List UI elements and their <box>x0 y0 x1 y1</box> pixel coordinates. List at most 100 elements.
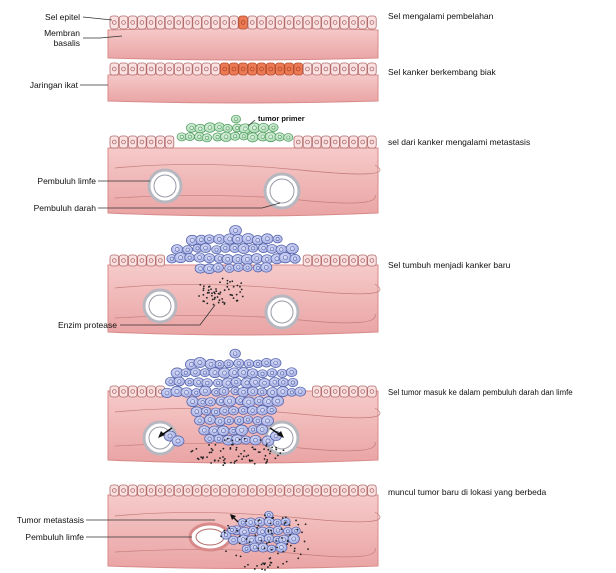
tumor-cell <box>243 416 253 424</box>
tumor-cell <box>174 377 185 386</box>
enzyme-dot <box>202 294 204 296</box>
enzyme-dot <box>218 460 220 462</box>
epithelial-cell <box>138 16 147 29</box>
tumor-cell <box>204 415 215 424</box>
enzyme-dot <box>263 448 265 450</box>
epithelial-cell <box>331 485 340 496</box>
epithelial-cell <box>322 485 331 496</box>
epithelial-cell <box>193 63 202 75</box>
enzyme-dot <box>212 449 214 451</box>
stage-6-caption: muncul tumor baru di lokasi yang berbeda <box>388 487 547 497</box>
enzyme-dot <box>229 294 231 296</box>
tumor-cell <box>270 358 281 367</box>
tumor-cell <box>249 526 258 533</box>
enzyme-dot <box>285 516 287 518</box>
epithelial-cell <box>239 485 248 496</box>
tumor-cell <box>278 378 288 387</box>
enzyme-dot <box>234 460 236 462</box>
tumor-cell <box>241 436 251 444</box>
epithelial-cell <box>174 16 183 29</box>
tumor-cell <box>249 244 258 252</box>
tumor-cell <box>258 543 269 552</box>
tumor-cell <box>286 368 297 377</box>
tumor-cell <box>214 234 225 244</box>
epithelial-cell <box>340 136 349 148</box>
enzyme-dot <box>246 538 248 540</box>
epithelial-cell <box>147 386 156 397</box>
enzyme-dot <box>218 293 220 295</box>
epithelial-cell <box>312 136 321 148</box>
epithelium-row <box>110 485 376 496</box>
enzyme-dot <box>236 460 238 462</box>
tumor-cell <box>258 123 269 132</box>
tumor-cell <box>223 124 232 132</box>
enzyme-dot <box>224 302 226 304</box>
enzyme-dot <box>295 520 297 522</box>
epithelial-cell <box>312 255 321 266</box>
label-pembuluh-limfe: Pembuluh limfe <box>37 176 96 186</box>
enzyme-dot <box>200 456 202 458</box>
enzyme-dot <box>227 280 229 282</box>
epithelium-row <box>110 63 376 75</box>
enzyme-dot <box>224 289 226 291</box>
enzyme-dot <box>225 550 227 552</box>
enzyme-dot <box>232 440 234 442</box>
enzyme-dot <box>250 460 252 462</box>
enzyme-dot <box>282 517 284 519</box>
epithelial-cell <box>340 16 349 29</box>
epithelial-cell <box>276 485 285 496</box>
enzyme-dot <box>257 547 259 549</box>
enzyme-dot <box>235 449 237 451</box>
tumor-cell <box>238 244 250 254</box>
enzyme-dot <box>289 534 291 536</box>
enzyme-dot <box>260 439 262 441</box>
tumor-cell <box>295 387 306 396</box>
enzyme-dot <box>304 541 306 543</box>
epithelial-cell <box>294 63 303 75</box>
epithelial-cell <box>147 63 156 75</box>
epithelial-cell <box>156 255 165 266</box>
enzyme-dot <box>208 444 210 446</box>
enzyme-dot <box>209 286 211 288</box>
epithelial-cell <box>349 485 358 496</box>
epithelial-cell <box>322 16 331 29</box>
epithelial-cell <box>211 16 220 29</box>
enzyme-dot <box>297 529 299 531</box>
enzyme-dot <box>220 291 222 293</box>
tumor-cell <box>214 435 224 443</box>
enzyme-dot <box>275 449 277 451</box>
tumor-cell <box>205 434 215 442</box>
tumor-cell <box>194 253 205 262</box>
epithelial-cell <box>119 63 128 75</box>
epithelial-cell <box>138 63 147 75</box>
stage-2-caption: Sel kanker berkembang biak <box>388 67 496 77</box>
enzyme-dot <box>270 530 272 532</box>
tumor-cell <box>253 360 262 368</box>
enzyme-dot <box>245 520 247 522</box>
epithelial-cell <box>368 63 377 75</box>
blood-vessel <box>266 296 298 328</box>
enzyme-dot <box>267 566 269 568</box>
tumor-cell <box>267 406 277 414</box>
epithelial-cell <box>257 485 266 496</box>
epithelial-cell <box>358 136 367 148</box>
enzyme-dot <box>305 523 307 525</box>
label-jaringan-ikat: Jaringan ikat <box>30 80 79 90</box>
tumor-cell <box>273 526 283 534</box>
tumor-cell <box>286 243 298 253</box>
tumor-cell <box>290 254 300 263</box>
tumor-cell <box>228 526 237 534</box>
enzyme-dot <box>229 448 231 450</box>
enzyme-dot <box>277 553 279 555</box>
epithelial-cell <box>156 485 165 496</box>
enzyme-dot <box>207 292 209 294</box>
epithelial-cell <box>165 136 174 148</box>
label-pembuluh-darah: Pembuluh darah <box>34 203 97 213</box>
tumor-cell <box>275 133 285 141</box>
enzyme-dot <box>239 439 241 441</box>
tumor-cell <box>195 416 205 425</box>
enzyme-dot <box>254 463 256 465</box>
enzyme-dot <box>270 523 272 525</box>
enzyme-dot <box>220 450 222 452</box>
